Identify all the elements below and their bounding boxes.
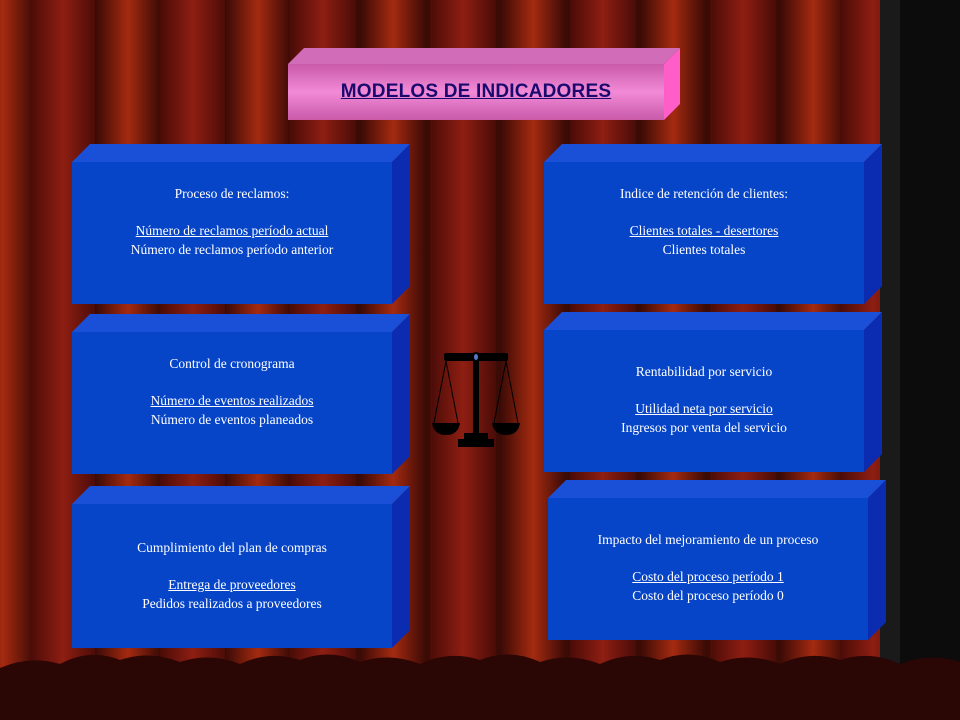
title-box xyxy=(288,48,680,120)
card-numerator: Costo del proceso período 1 xyxy=(632,569,784,584)
card-proceso-reclamos: Proceso de reclamos: Número de reclamos … xyxy=(72,144,410,304)
balance-scale-icon xyxy=(432,352,520,447)
card-heading: Impacto del mejoramiento de un proceso xyxy=(597,532,819,547)
card-denominator: Clientes totales xyxy=(662,242,746,257)
card-plan-compras: Cumplimiento del plan de compras Entrega… xyxy=(72,486,410,648)
card-heading: Cumplimiento del plan de compras xyxy=(137,540,327,555)
card-impacto-mejoramiento: Impacto del mejoramiento de un proceso C… xyxy=(548,480,886,640)
card-heading: Rentabilidad por servicio xyxy=(635,364,773,379)
card-rentabilidad-servicio: Rentabilidad por servicio Utilidad neta … xyxy=(544,312,882,472)
card-numerator: Utilidad neta por servicio xyxy=(635,401,773,416)
card-numerator: Entrega de proveedores xyxy=(168,577,296,592)
card-denominator: Costo del proceso período 0 xyxy=(632,588,784,603)
card-heading: Control de cronograma xyxy=(169,356,295,371)
card-denominator: Número de reclamos período anterior xyxy=(130,242,334,257)
card-retencion-clientes: Indice de retención de clientes: Cliente… xyxy=(544,144,882,304)
card-numerator: Clientes totales - desertores xyxy=(629,223,779,238)
card-control-cronograma: Control de cronograma Número de eventos … xyxy=(72,314,410,474)
card-heading: Indice de retención de clientes: xyxy=(620,186,788,201)
card-heading: Proceso de reclamos: xyxy=(174,186,290,201)
card-denominator: Ingresos por venta del servicio xyxy=(621,420,787,435)
card-denominator: Pedidos realizados a proveedores xyxy=(142,596,322,611)
page-title: MODELOS DE INDICADORES xyxy=(340,81,612,102)
card-numerator: Número de reclamos período actual xyxy=(135,223,329,238)
card-denominator: Número de eventos planeados xyxy=(150,412,314,427)
card-numerator: Número de eventos realizados xyxy=(150,393,314,408)
